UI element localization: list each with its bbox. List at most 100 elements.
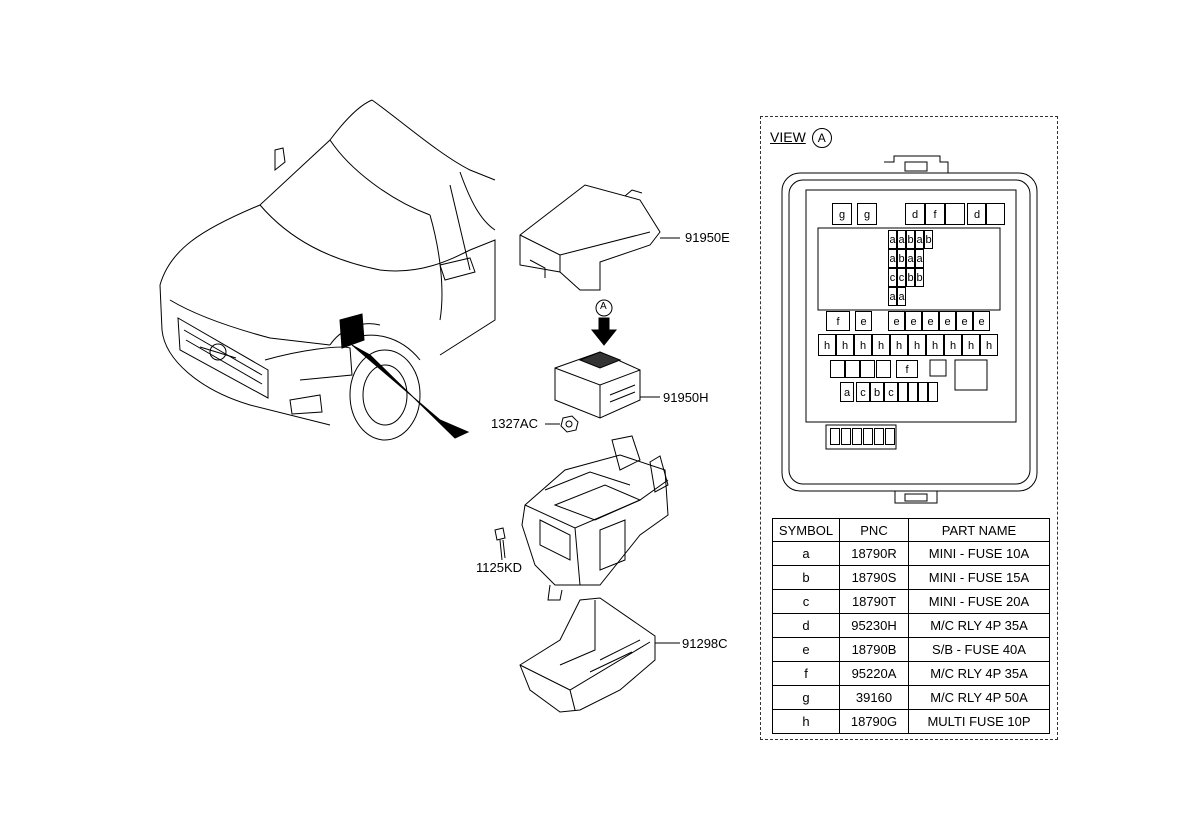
fuse-slot: b bbox=[870, 382, 884, 402]
empty-slot bbox=[898, 382, 908, 402]
legend-cell-symbol: h bbox=[772, 709, 840, 734]
fuse-slot: h bbox=[818, 334, 836, 356]
label-cover: 91950E bbox=[685, 230, 730, 245]
legend-cell-pnc: 95220A bbox=[839, 661, 909, 686]
relay-box-drawing bbox=[521, 435, 669, 601]
fuse-slot: f bbox=[896, 360, 918, 378]
fuse-slot: e bbox=[855, 311, 872, 331]
legend-cell-part-name: MINI - FUSE 15A bbox=[908, 565, 1050, 590]
fuse-slot: a bbox=[888, 230, 897, 249]
label-bolt: 1125KD bbox=[476, 560, 523, 575]
legend-cell-symbol: d bbox=[772, 613, 840, 638]
legend-header-pnc: PNC bbox=[839, 518, 909, 542]
fuse-box-plan bbox=[781, 155, 1038, 504]
fuse-slot: f bbox=[925, 203, 945, 225]
view-arrow bbox=[590, 299, 618, 346]
legend-cell-symbol: a bbox=[772, 541, 840, 566]
fuse-slot: h bbox=[890, 334, 908, 356]
legend-cell-part-name: MINI - FUSE 10A bbox=[908, 541, 1050, 566]
fuse-slot: b bbox=[906, 268, 915, 287]
fuse-slot: h bbox=[908, 334, 926, 356]
legend-cell-part-name: MULTI FUSE 10P bbox=[908, 709, 1050, 734]
legend-cell-symbol: g bbox=[772, 685, 840, 710]
fuse-slot: a bbox=[906, 249, 915, 268]
fuse-slot: h bbox=[854, 334, 872, 356]
bolt-drawing bbox=[494, 527, 506, 561]
legend-header-row: SYMBOL PNC PART NAME bbox=[772, 518, 1050, 542]
module-drawing bbox=[554, 351, 660, 419]
fuse-slot: h bbox=[962, 334, 980, 356]
fuse-slot: a bbox=[897, 230, 906, 249]
fuse-slot: h bbox=[944, 334, 962, 356]
fuse-slot: e bbox=[939, 311, 956, 331]
fuse-slot: e bbox=[888, 311, 905, 331]
empty-slot bbox=[863, 428, 873, 445]
empty-slot bbox=[852, 428, 862, 445]
fuse-slot: b bbox=[924, 230, 933, 249]
fuse-slot: b bbox=[906, 230, 915, 249]
fuse-slot: g bbox=[832, 203, 852, 225]
fuse-slot: h bbox=[926, 334, 944, 356]
fuse-slot: a bbox=[888, 249, 897, 268]
empty-slot bbox=[874, 428, 884, 445]
legend-cell-pnc: 95230H bbox=[839, 613, 909, 638]
fuse-slot: d bbox=[967, 203, 987, 225]
fuse-slot: e bbox=[922, 311, 939, 331]
nut-drawing bbox=[545, 415, 579, 433]
view-word: VIEW bbox=[770, 129, 806, 145]
fuse-slot: h bbox=[836, 334, 854, 356]
fuse-slot: c bbox=[888, 268, 897, 287]
legend-cell-symbol: f bbox=[772, 661, 840, 686]
fuse-slot: b bbox=[915, 268, 924, 287]
legend-cell-part-name: MINI - FUSE 20A bbox=[908, 589, 1050, 614]
legend-cell-part-name: M/C RLY 4P 35A bbox=[908, 613, 1050, 638]
view-letter: A bbox=[811, 128, 832, 148]
view-arrow-letter: A bbox=[600, 301, 607, 312]
fuse-slot: h bbox=[980, 334, 998, 356]
empty-slot bbox=[830, 428, 840, 445]
legend-cell-part-name: M/C RLY 4P 50A bbox=[908, 685, 1050, 710]
view-title: VIEW A bbox=[770, 128, 832, 148]
empty-slot bbox=[918, 382, 928, 402]
fuse-slot: e bbox=[956, 311, 973, 331]
legend-cell-pnc: 18790S bbox=[839, 565, 909, 590]
legend-cell-symbol: c bbox=[772, 589, 840, 614]
empty-slot bbox=[876, 360, 891, 378]
legend-cell-pnc: 18790T bbox=[839, 589, 909, 614]
label-module: 91950H bbox=[663, 390, 709, 405]
empty-slot bbox=[908, 382, 918, 402]
view-panel bbox=[760, 116, 1058, 740]
fuse-slot: e bbox=[973, 311, 990, 331]
legend-cell-pnc: 18790G bbox=[839, 709, 909, 734]
car-illustration bbox=[159, 99, 496, 441]
legend-cell-pnc: 39160 bbox=[839, 685, 909, 710]
label-tray: 91298C bbox=[682, 636, 728, 651]
fuse-slot: c bbox=[897, 268, 906, 287]
empty-slot bbox=[860, 360, 875, 378]
fuse-slot: a bbox=[897, 287, 906, 306]
fuse-slot: b bbox=[897, 249, 906, 268]
legend-cell-pnc: 18790B bbox=[839, 637, 909, 662]
legend-header-part-name: PART NAME bbox=[908, 518, 1050, 542]
empty-slot bbox=[985, 203, 1005, 225]
empty-slot bbox=[841, 428, 851, 445]
empty-slot bbox=[845, 360, 860, 378]
fuse-slot: a bbox=[915, 230, 924, 249]
tray-drawing bbox=[519, 597, 680, 713]
fuse-slot: a bbox=[840, 382, 854, 402]
fuse-slot: g bbox=[857, 203, 877, 225]
fuse-slot: c bbox=[884, 382, 898, 402]
fuse-slot: a bbox=[888, 287, 897, 306]
legend-cell-part-name: M/C RLY 4P 35A bbox=[908, 661, 1050, 686]
empty-slot bbox=[928, 382, 938, 402]
legend-cell-part-name: S/B - FUSE 40A bbox=[908, 637, 1050, 662]
